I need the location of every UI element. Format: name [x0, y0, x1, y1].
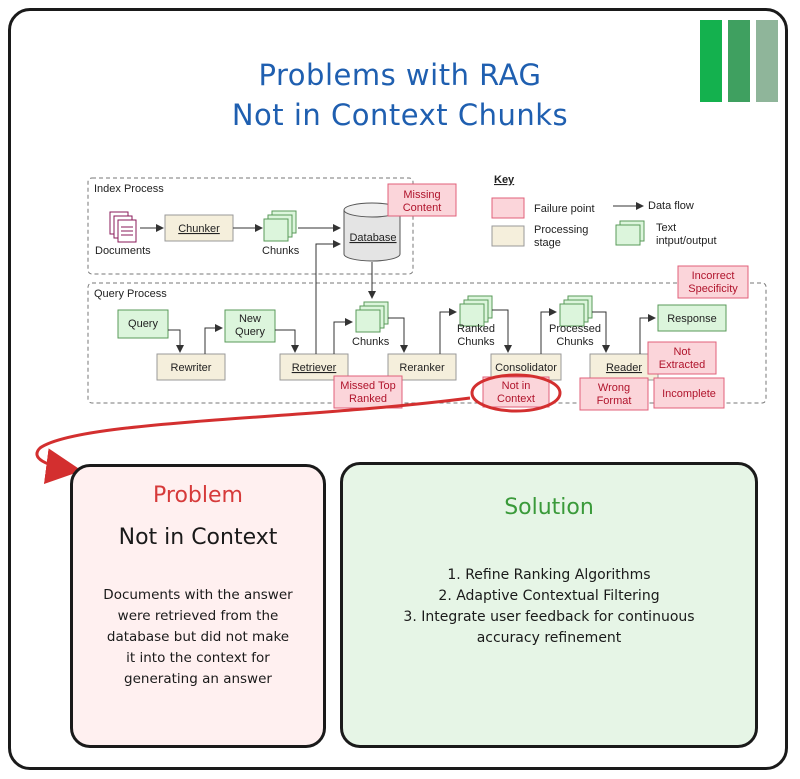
logo-bar-1: [700, 20, 722, 102]
problem-subheading: Not in Context: [118, 525, 278, 550]
index-process-box: [87, 177, 414, 275]
solution-item-4: accuracy refinement: [476, 630, 622, 646]
key-dataflow-label: Data flow: [648, 200, 694, 212]
chunks-query-icon: [355, 301, 389, 333]
solution-item-1: 1. Refine Ranking Algorithms: [447, 567, 651, 583]
page-title-line1: Problems with RAG: [258, 58, 542, 92]
not-extracted-badge: [647, 341, 717, 375]
incorrect-specificity-badge: [677, 265, 749, 299]
problem-line-4: it into the context for: [126, 650, 270, 666]
query-process-label: Query Process: [94, 288, 167, 300]
problem-card: Problem Not in Context Documents with th…: [70, 464, 326, 748]
retriever-label: Retriever: [292, 362, 337, 374]
new-query-box: [224, 309, 276, 343]
documents-icon: [109, 211, 137, 243]
new-query-line1: New: [239, 313, 261, 325]
index-process-label: Index Process: [94, 183, 164, 195]
problem-description: Documents with the answer were retrieved…: [73, 585, 323, 690]
not-in-context-badge: [482, 376, 550, 408]
missing-content-badge: [387, 183, 457, 217]
not-extracted-line2: Extracted: [659, 359, 705, 371]
missing-content-line2: Content: [403, 202, 442, 214]
key-stage-line2: stage: [534, 237, 561, 249]
logo-bar-3: [756, 20, 778, 102]
reader-label: Reader: [606, 362, 642, 374]
missed-top-ranked-badge: [333, 375, 403, 409]
solution-card: Solution 1. Refine Ranking Algorithms 2.…: [340, 462, 758, 748]
key-stage-line1: Processing: [534, 224, 588, 236]
missed-top-ranked-line1: Missed Top: [340, 380, 395, 392]
database-icon: [343, 202, 401, 262]
key-failure-label: Failure point: [534, 203, 595, 215]
database-label: Database: [349, 232, 396, 244]
reader-box: [589, 353, 659, 381]
missed-top-ranked-line2: Ranked: [349, 393, 387, 405]
problem-line-2: were retrieved from the: [117, 608, 279, 624]
highlight-arrow: [35, 396, 471, 485]
chunks-index-icon: [263, 210, 297, 242]
reranker-label: Reranker: [399, 362, 445, 374]
new-query-line2: Query: [235, 326, 265, 338]
not-in-context-line1: Not in: [502, 380, 531, 392]
not-in-context-line2: Context: [497, 393, 535, 405]
ranked-chunks-line2: Chunks: [457, 336, 495, 348]
solution-list: 1. Refine Ranking Algorithms 2. Adaptive…: [343, 565, 755, 649]
incomplete-badge: [653, 377, 725, 409]
rewriter-label: Rewriter: [171, 362, 212, 374]
processed-chunks-line2: Chunks: [556, 336, 594, 348]
key-text-io-icon: [615, 220, 645, 246]
problem-line-1: Documents with the answer: [103, 587, 293, 603]
rewriter-box: [156, 353, 226, 381]
problem-line-5: generating an answer: [124, 671, 272, 687]
chunker-label: Chunker: [178, 223, 220, 235]
solution-heading: Solution: [504, 495, 594, 520]
response-label: Response: [667, 313, 717, 325]
consolidator-label: Consolidator: [495, 362, 557, 374]
not-extracted-line1: Not: [673, 346, 690, 358]
wrong-format-line2: Format: [597, 395, 632, 407]
chunks-query-label: Chunks: [352, 336, 390, 348]
documents-label: Documents: [95, 245, 151, 257]
wrong-format-line1: Wrong: [598, 382, 630, 394]
problem-line-3: database but did not make: [106, 629, 290, 645]
problem-heading: Problem: [153, 483, 243, 508]
key-textio-line1: Text: [656, 222, 676, 234]
query-box: [117, 309, 169, 339]
solution-item-2: 2. Adaptive Contextual Filtering: [438, 588, 660, 604]
processed-chunks-icon: [559, 295, 593, 327]
response-box: [657, 304, 727, 332]
processed-chunks-line1: Processed: [549, 323, 601, 335]
incorrect-specificity-line2: Specificity: [688, 283, 738, 295]
incomplete-label: Incomplete: [662, 388, 716, 400]
solution-item-3: 3. Integrate user feedback for continuou…: [403, 609, 695, 625]
wrong-format-badge: [579, 377, 649, 411]
not-in-context-highlight: [470, 373, 562, 413]
chunker-box: [164, 214, 234, 242]
key-textio-line2: intput/output: [656, 235, 717, 247]
key-title: Key: [494, 174, 515, 186]
ranked-chunks-icon: [459, 295, 493, 327]
key-stage-swatch: [491, 225, 525, 247]
query-label: Query: [128, 318, 158, 330]
logo-bar-2: [728, 20, 750, 102]
missing-content-line1: Missing: [403, 189, 440, 201]
ranked-chunks-line1: Ranked: [457, 323, 495, 335]
incorrect-specificity-line1: Incorrect: [692, 270, 735, 282]
chunks-index-label: Chunks: [262, 245, 300, 257]
page-title-line2: Not in Context Chunks: [231, 98, 569, 132]
key-failure-swatch: [491, 197, 525, 219]
